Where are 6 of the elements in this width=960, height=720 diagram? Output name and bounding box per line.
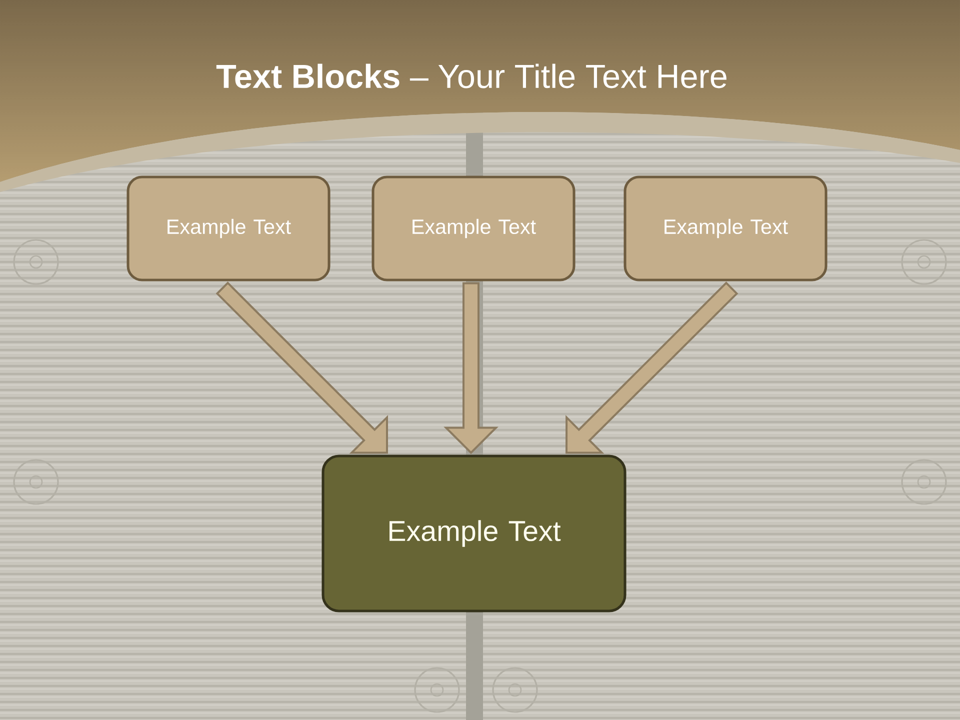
text-box: Example Text xyxy=(624,176,828,282)
title: Text Blocks – Your Title Text Here xyxy=(216,64,726,88)
arrow xyxy=(444,282,498,454)
text-box: Example Text xyxy=(372,176,576,282)
text-box: Example Text xyxy=(322,454,626,612)
text-box: Example Text xyxy=(126,176,330,282)
